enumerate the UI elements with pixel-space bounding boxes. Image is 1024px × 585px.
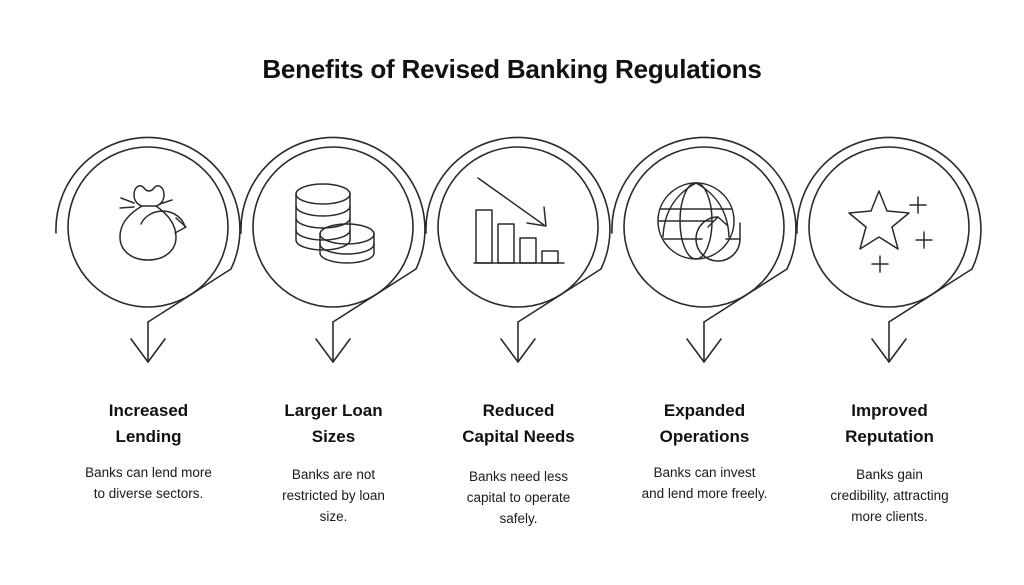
benefit-heading-3: Reduced Capital Needs [462,401,575,446]
benefit-description-1: Banks can lend more to diverse sectors. [85,465,212,501]
benefit-heading-2: Larger Loan Sizes [284,401,383,446]
benefit-description-5: Banks gain credibility, attracting more … [830,467,949,524]
benefit-heading-4: Expanded Operations [659,401,750,446]
benefit-description-4: Banks can invest and lend more freely. [641,465,768,501]
benefit-heading-5: Improved Reputation [845,401,934,446]
benefit-column-3: Reduced Capital Needs Banks need less ca… [426,0,611,585]
benefit-description-3: Banks need less capital to operate safel… [466,469,571,526]
page-title: Benefits of Revised Banking Regulations [262,54,762,84]
benefit-column-4: Expanded Operations Banks can invest and… [612,0,797,585]
benefit-column-2: Larger Loan Sizes Banks are not restrict… [241,0,426,585]
benefit-heading-1: Increased Lending [108,401,189,446]
benefit-column-1: Increased Lending Banks can lend more to… [56,0,241,585]
benefit-description-2: Banks are not restricted by loan size. [282,467,385,524]
benefit-column-5: Improved Reputation Banks gain credibili… [797,0,982,585]
